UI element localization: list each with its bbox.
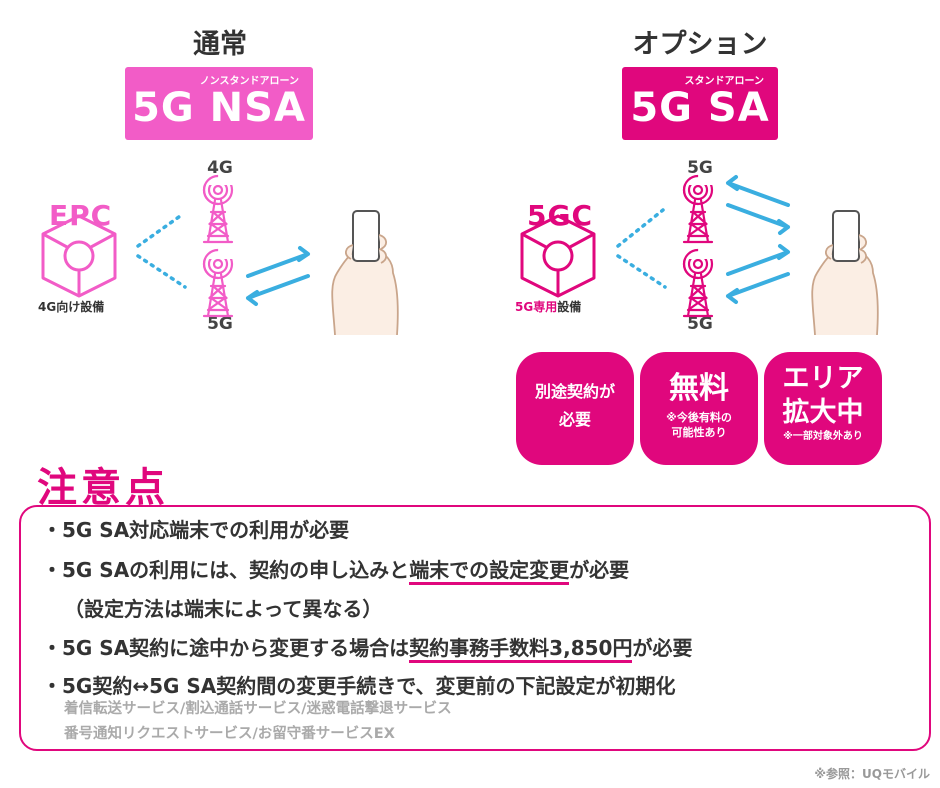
notice-highlight: 契約事務手数料3,850円 bbox=[409, 636, 633, 663]
notice-highlight: 端末での設定変更 bbox=[409, 558, 570, 585]
transfer-arrows-icon bbox=[246, 246, 310, 306]
tower-icon bbox=[679, 171, 717, 244]
sa-badge-label: 5G SA bbox=[630, 85, 770, 131]
notice-line: ・5G SA対応端末での利用が必要 bbox=[42, 518, 350, 542]
feature-bubble-area: エリア 拡大中 ※一部対象外あり bbox=[764, 352, 882, 465]
option-tower-bottom-label: 5G bbox=[687, 314, 713, 334]
notice-line-part: が必要 bbox=[632, 636, 693, 660]
notice-line: ・5G SAの利用には、契約の申し込みと端末での設定変更が必要 bbox=[42, 554, 630, 585]
notice-box bbox=[19, 505, 931, 751]
normal-tower-bottom-label: 5G bbox=[207, 314, 233, 334]
source-note: ※参照：UQモバイル bbox=[814, 767, 930, 781]
epc-cube-icon bbox=[41, 214, 117, 298]
notice-line-part: ・5G SA契約に途中から変更する場合は bbox=[42, 636, 410, 660]
signal-dots bbox=[616, 208, 667, 289]
tower-icon bbox=[199, 171, 237, 244]
nsa-badge-ruby: ノンスタンドアローン bbox=[199, 76, 299, 87]
5gc-sub-label: 5G専用設備 bbox=[515, 298, 581, 315]
notice-line: （設定方法は端末によって異なる） bbox=[64, 597, 383, 621]
signal-dots bbox=[136, 212, 187, 289]
notice-sub-line: 着信転送サービス/割込通話サービス/迷惑電話撃退サービス bbox=[64, 701, 452, 717]
notice-sub-line: 番号通知リクエストサービス/お留守番サービスEX bbox=[64, 726, 395, 742]
5gc-cube-icon bbox=[520, 214, 596, 298]
sa-badge: スタンドアローン 5G SA bbox=[622, 67, 778, 140]
option-heading: オプション bbox=[632, 29, 768, 60]
sa-badge-ruby: スタンドアローン bbox=[684, 76, 765, 87]
notice-title: 注意点 bbox=[37, 465, 169, 511]
bubble-main-text: エリア 拡大中 bbox=[782, 363, 864, 428]
notice-line-part: ・5G SAの利用には、契約の申し込みと bbox=[42, 558, 410, 582]
notice-line: ・5G契約↔5G SA契約間の変更手続きで、変更前の下記設定が初期化 bbox=[42, 674, 676, 698]
bubble-main-text: 無料 bbox=[669, 371, 729, 406]
transfer-arrows-icon bbox=[726, 175, 790, 235]
transfer-arrows-icon bbox=[726, 244, 790, 304]
feature-bubble-contract: 別途契約が 必要 bbox=[516, 352, 634, 465]
feature-bubble-free: 無料 ※今後有料の 可能性あり bbox=[640, 352, 758, 465]
bubble-note-text: ※今後有料の 可能性あり bbox=[666, 411, 732, 439]
nsa-badge: ノンスタンドアローン 5G NSA bbox=[125, 67, 313, 140]
diagram-graphics bbox=[41, 171, 879, 336]
notice-line: ・5G SA契約に途中から変更する場合は契約事務手数料3,850円が必要 bbox=[42, 632, 693, 663]
smartphone-hand-icon bbox=[331, 210, 399, 336]
notice-line-part: が必要 bbox=[569, 558, 630, 582]
5gc-sub-rest: 設備 bbox=[557, 300, 582, 314]
tower-icon bbox=[679, 245, 717, 318]
bubble-main-text: 別途契約が 必要 bbox=[534, 382, 615, 429]
epc-sub-label: 4G向け設備 bbox=[38, 300, 105, 314]
bubble-note-text: ※一部対象外あり bbox=[783, 431, 863, 442]
normal-heading: 通常 bbox=[193, 29, 247, 60]
smartphone-hand-icon bbox=[811, 210, 879, 336]
nsa-badge-label: 5G NSA bbox=[132, 85, 306, 131]
5gc-sub-highlight: 5G専用 bbox=[515, 300, 558, 314]
tower-icon bbox=[199, 245, 237, 318]
